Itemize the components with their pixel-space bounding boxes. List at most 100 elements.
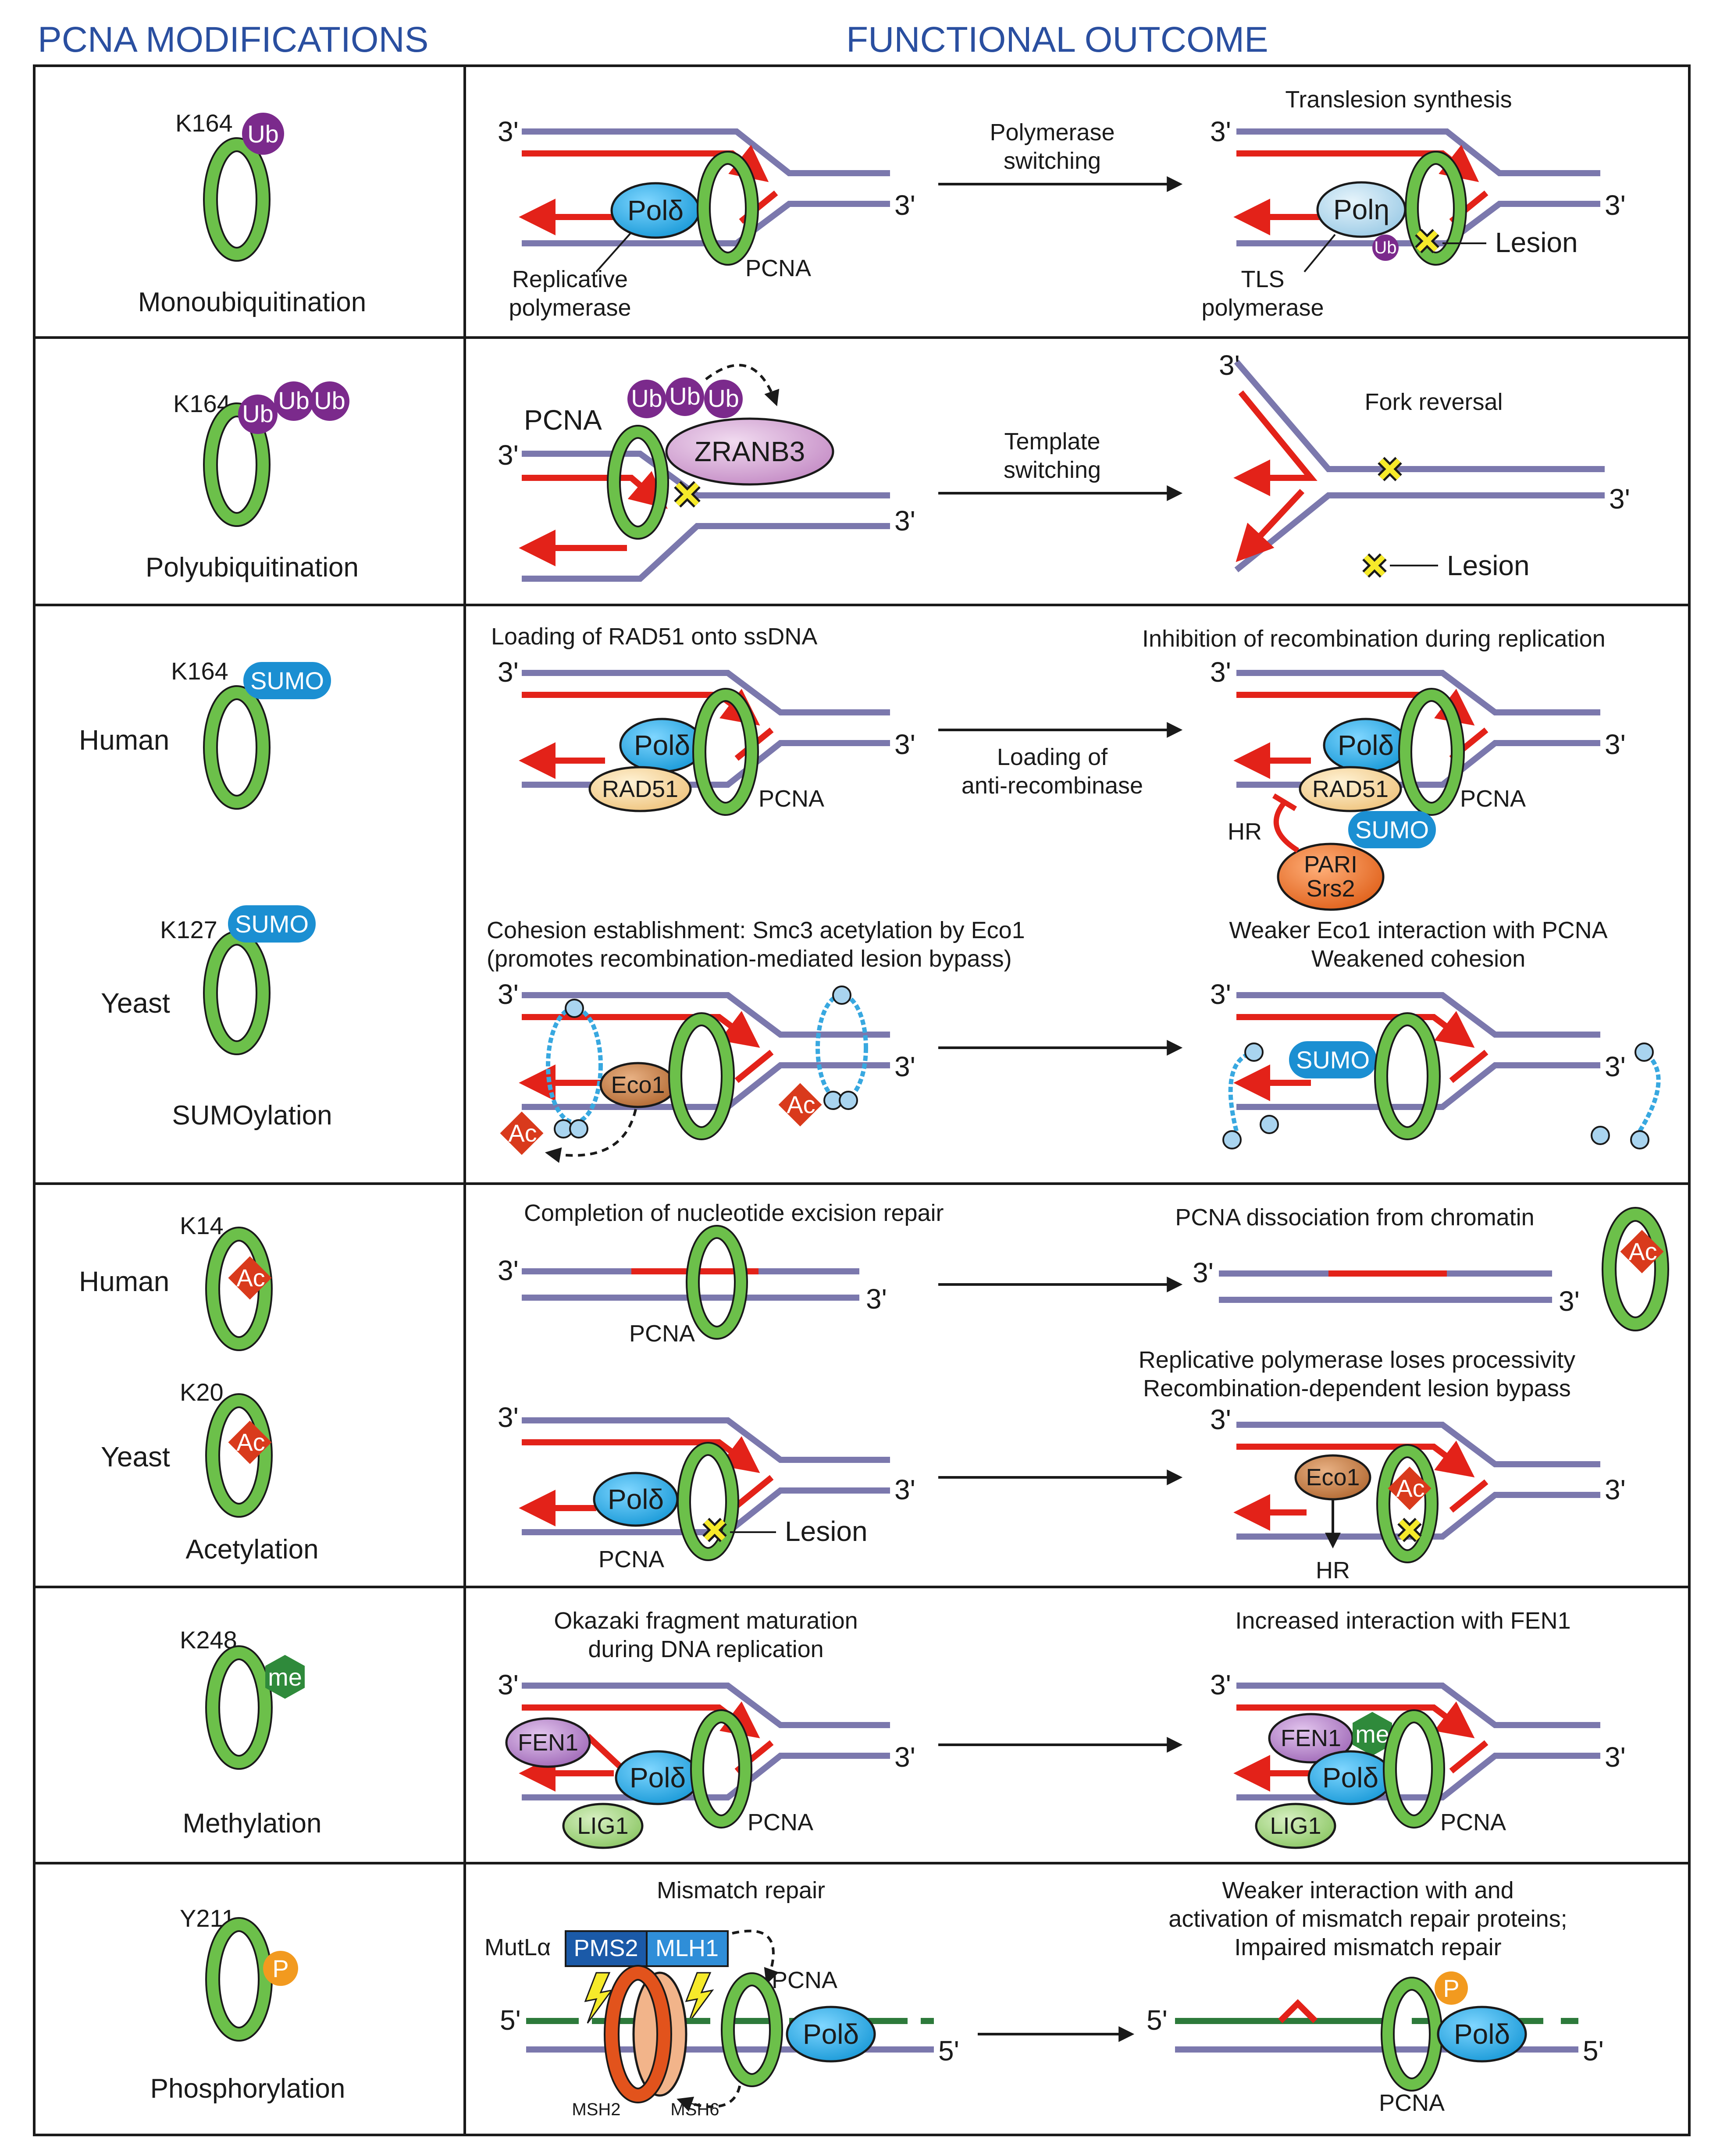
arrow-label: Template — [1004, 428, 1100, 455]
three-prime-label: 3' — [894, 729, 915, 760]
residue-label: K20 — [180, 1378, 224, 1406]
lightning-icon — [584, 1972, 613, 2024]
five-prime-label: 5' — [938, 2035, 959, 2067]
ub-icon — [242, 113, 284, 155]
msh2-label: MSH2 — [572, 2100, 620, 2119]
pcna-label: PCNA — [1460, 786, 1526, 812]
panel-title: Increased interaction with FEN1 — [1235, 1608, 1570, 1634]
three-prime-label: 3' — [498, 1255, 519, 1286]
mutl-label: MutLα — [484, 1934, 551, 1960]
cohesin-head-icon — [832, 985, 851, 1005]
ub-label: Ub — [669, 382, 701, 410]
outcome-title: Fork reversal — [1364, 389, 1503, 415]
pcna-ring-icon — [203, 685, 271, 810]
three-prime-label: 3' — [498, 978, 519, 1010]
cohesin-head-icon — [1635, 1042, 1654, 1062]
three-prime-label: 3' — [1193, 1257, 1214, 1288]
pcna-label: PCNA — [748, 1809, 813, 1836]
ub-label: Ub — [708, 384, 739, 412]
lig1-icon — [562, 1803, 644, 1849]
pol-delta-icon — [786, 2006, 876, 2063]
rad51-icon — [1299, 766, 1402, 812]
pcna-ring-icon — [686, 1225, 748, 1340]
phosphate-icon — [1435, 1971, 1468, 2005]
arrow-label: Polymerase — [990, 119, 1115, 146]
panel-title: Weakened cohesion — [1311, 946, 1525, 972]
mlh1-label: MLH1 — [655, 1935, 719, 1961]
residue-label: K127 — [160, 916, 217, 943]
ac-icon — [500, 1111, 544, 1155]
hr-label: HR — [1316, 1557, 1350, 1583]
ac-label: Ac — [236, 1428, 265, 1456]
three-prime-label: 3' — [1559, 1285, 1580, 1317]
pcna-ring-icon — [1383, 1709, 1445, 1829]
me-label: me — [268, 1663, 302, 1691]
me-icon — [1353, 1712, 1392, 1756]
ac-icon — [778, 1083, 822, 1127]
three-prime-label: 3' — [894, 505, 915, 537]
fen1-label: FEN1 — [1281, 1725, 1341, 1751]
ac-icon — [1388, 1466, 1432, 1510]
pcna-label: PCNA — [759, 786, 824, 812]
ac-label: Ac — [1628, 1238, 1657, 1265]
dashed-arrow — [705, 363, 780, 406]
lig1-label: LIG1 — [577, 1813, 628, 1839]
modification-name: Polyubiquitination — [146, 552, 359, 583]
five-prime-label: 5' — [500, 2004, 521, 2036]
panel-title: Mismatch repair — [657, 1877, 825, 1903]
three-prime-label: 3' — [866, 1283, 887, 1315]
table-grid — [33, 64, 1691, 2136]
ub-icon — [704, 380, 743, 418]
dna-fork-left — [519, 1417, 890, 1535]
zranb3-label: ZRANB3 — [694, 436, 805, 467]
sumo-label: SUMO — [235, 910, 309, 938]
ub-icon — [310, 381, 349, 421]
header-modifications: PCNA MODIFICATIONS — [38, 20, 428, 60]
pcna-ring-icon — [1381, 1977, 1443, 2092]
three-prime-label: 3' — [1605, 1741, 1626, 1773]
five-prime-label: 5' — [1147, 2004, 1168, 2036]
hr-label: HR — [1228, 818, 1262, 845]
panel-title: Weaker Eco1 interaction with PCNA — [1229, 917, 1607, 943]
three-prime-label: 3' — [894, 1051, 915, 1082]
pol-delta-label: Polδ — [1338, 729, 1394, 761]
replicative-label: Replicative — [512, 266, 628, 292]
pms2-label: PMS2 — [573, 1935, 638, 1961]
three-prime-label: 3' — [1210, 656, 1231, 688]
modification-name: Phosphorylation — [150, 2074, 345, 2104]
sumo-label: SUMO — [1296, 1046, 1370, 1074]
ac-icon — [1620, 1230, 1664, 1274]
three-prime-label: 3' — [1210, 116, 1231, 147]
cohesin-head-icon — [1260, 1115, 1279, 1134]
pcna-ring-icon — [205, 1227, 273, 1351]
fen1-label: FEN1 — [518, 1729, 578, 1756]
pcna-ring-icon — [1398, 688, 1465, 816]
polymerase-label: polymerase — [509, 295, 631, 321]
ub-icon — [1372, 235, 1399, 261]
pcna-ring-icon — [205, 1645, 273, 1770]
ub-label: Ub — [1374, 238, 1396, 257]
panel-title: activation of mismatch repair proteins; — [1168, 1906, 1567, 1932]
lesion-label: Lesion — [1447, 550, 1530, 581]
arrow-label: switching — [1004, 457, 1101, 483]
pari-label: PARI — [1304, 851, 1357, 878]
ub-label: Ub — [314, 387, 345, 414]
dna-fork-right — [1233, 992, 1600, 1110]
sumo-icon — [1348, 811, 1436, 848]
cohesin-head-icon — [1222, 1130, 1242, 1149]
residue-label: K164 — [171, 657, 228, 685]
panel-title: Okazaki fragment maturation — [554, 1608, 858, 1634]
pol-delta-label: Polδ — [1322, 1762, 1378, 1793]
pcna-label: PCNA — [1440, 1809, 1506, 1836]
leader-line — [1303, 234, 1336, 273]
species-label: Human — [79, 1266, 169, 1297]
three-prime-label: 3' — [1605, 729, 1626, 760]
cohesin-head-icon — [1591, 1126, 1610, 1145]
modification-name: Monoubiquitination — [138, 287, 367, 317]
row-methylation: K248 me Methylation Okazaki fragment mat… — [180, 1608, 1626, 1849]
dashed-arrow — [545, 1109, 637, 1163]
fen1-icon — [505, 1717, 591, 1768]
row-sumoylation: K164 Human SUMO K127 Yeast SUMO SUMOylat… — [79, 623, 1661, 1163]
dna-fork-right — [1233, 670, 1600, 788]
